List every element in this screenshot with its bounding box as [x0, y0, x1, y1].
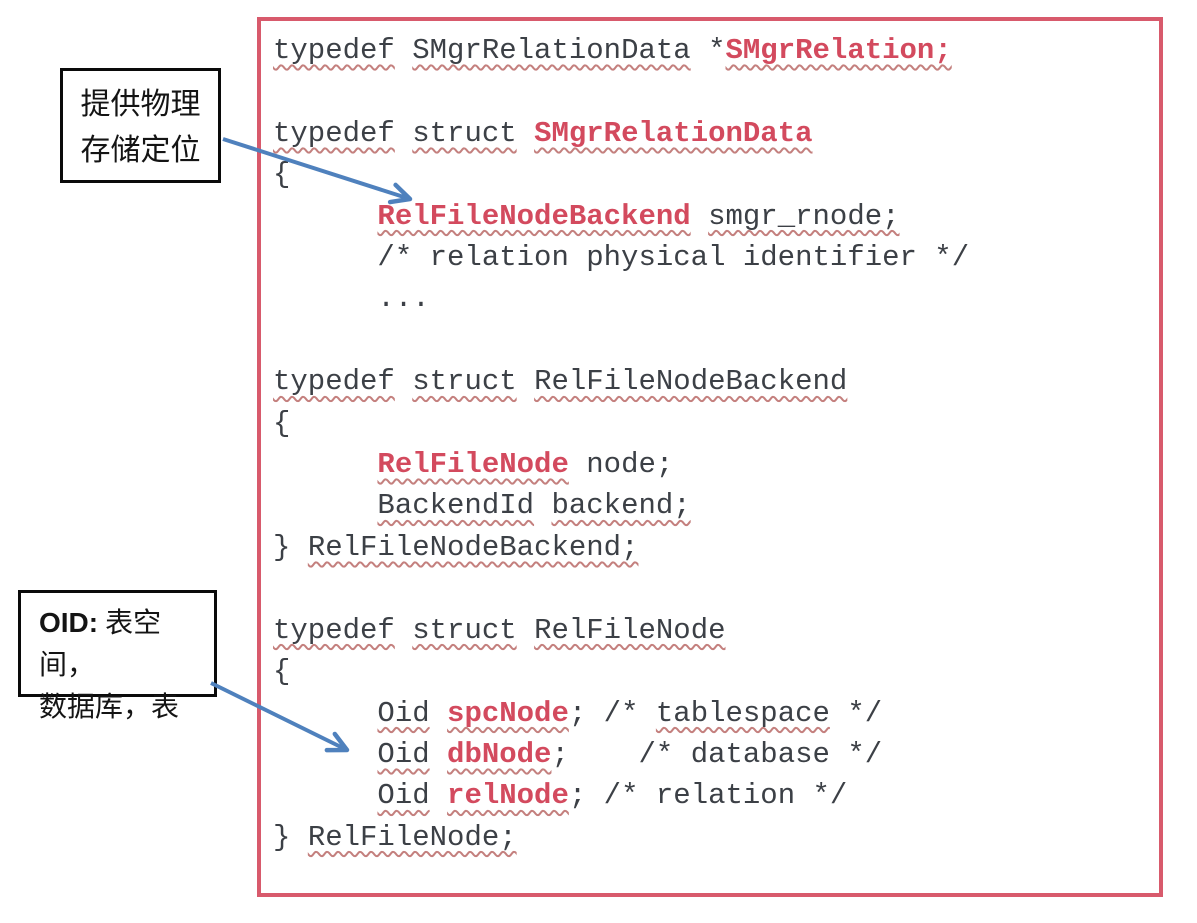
callout-text-line: 数据库，表 [39, 692, 180, 723]
code-token: typedef [273, 613, 395, 647]
code-token: SMgrRelationData [412, 34, 691, 67]
code-token: typedef [273, 116, 395, 150]
code-token: smgr_rnode; [708, 199, 900, 233]
code-token: ... [273, 282, 430, 316]
code-token-highlight: SMgrRelationData [534, 116, 813, 150]
code-token [395, 117, 412, 150]
code-token [273, 738, 377, 771]
code-token [430, 779, 447, 812]
code-line: typedef struct SMgrRelationData [273, 113, 1159, 154]
code-token-highlight: SMgrRelation; [725, 34, 952, 67]
code-token: RelFileNode; [307, 820, 517, 854]
callout-text-line: OID: 表空间， [39, 602, 210, 687]
code-token [395, 365, 412, 398]
code-token: /* relation physical identifier */ [273, 241, 970, 275]
callout-text: 表空间， [39, 608, 162, 681]
code-token-highlight: RelFileNodeBackend [377, 199, 691, 233]
code-token [430, 697, 447, 730]
code-line: typedef struct RelFileNodeBackend [273, 361, 1159, 402]
code-token: tablespace [655, 696, 830, 730]
code-token [691, 200, 708, 233]
code-token [395, 34, 412, 67]
code-line: } RelFileNodeBackend; [273, 527, 1159, 568]
code-token: { [273, 655, 291, 689]
code-line: RelFileNode node; [273, 444, 1159, 485]
code-line: { [273, 403, 1159, 444]
code-token [534, 489, 551, 522]
callout-text-line: 存储定位 [80, 134, 201, 167]
code-token [273, 489, 377, 522]
code-line: Oid spcNode; /* tablespace */ [273, 693, 1159, 734]
code-token [517, 117, 534, 150]
code-token: ; /* relation */ [568, 779, 848, 813]
code-token: } [273, 530, 308, 564]
code-token: BackendId [377, 489, 535, 523]
code-token [273, 779, 377, 812]
code-token: ; /* database */ [551, 737, 883, 771]
code-token: Oid [377, 737, 430, 771]
oid-label: OID: [39, 607, 99, 638]
code-token-highlight: relNode [447, 779, 569, 813]
code-token: { [273, 406, 291, 440]
code-token: struct [412, 116, 517, 150]
code-token: } [273, 820, 308, 854]
code-token: Oid [377, 779, 430, 813]
code-panel: typedef SMgrRelationData *SMgrRelation; … [257, 17, 1163, 897]
code-line: Oid relNode; /* relation */ [273, 775, 1159, 816]
code-token: typedef [273, 34, 395, 67]
code-line: BackendId backend; [273, 485, 1159, 526]
code-line: } RelFileNode; [273, 817, 1159, 858]
callout-text-line: 提供物理 [80, 88, 201, 121]
code-line: Oid dbNode; /* database */ [273, 734, 1159, 775]
code-token [273, 200, 377, 233]
callout-oid: OID: 表空间， 数据库，表 [18, 590, 217, 723]
code-line: { [273, 154, 1159, 195]
code-token: RelFileNodeBackend; [307, 530, 639, 564]
code-token [273, 697, 377, 730]
code-line: /* relation physical identifier */ [273, 237, 1159, 278]
code-token: RelFileNodeBackend [534, 365, 848, 399]
code-token-highlight: spcNode [447, 696, 569, 730]
code-token [517, 614, 534, 647]
code-token: struct [412, 365, 517, 399]
code-token: struct [412, 613, 517, 647]
code-token: { [273, 158, 291, 192]
code-token: RelFileNode [534, 613, 726, 647]
code-token-highlight: RelFileNode [377, 448, 569, 482]
code-token: ; /* [568, 696, 656, 730]
code-line: RelFileNodeBackend smgr_rnode; [273, 196, 1159, 237]
code-token: */ [829, 696, 883, 730]
callout-physical-storage: 提供物理 存储定位 [60, 68, 221, 183]
code-token [517, 365, 534, 398]
code-token: backend; [551, 489, 691, 523]
code-line [273, 320, 1159, 361]
code-line [273, 71, 1159, 112]
code-token: * [690, 34, 726, 67]
code-token-highlight: dbNode [447, 737, 552, 771]
code-token: node; [568, 448, 674, 482]
code-block: typedef SMgrRelationData *SMgrRelation; … [273, 30, 1159, 858]
code-token [273, 448, 377, 481]
code-line [273, 568, 1159, 609]
code-line: typedef SMgrRelationData *SMgrRelation; [273, 30, 1159, 71]
code-token [395, 614, 412, 647]
code-token [430, 738, 447, 771]
code-line: { [273, 651, 1159, 692]
code-line: typedef struct RelFileNode [273, 610, 1159, 651]
code-line: ... [273, 278, 1159, 319]
code-token: typedef [273, 365, 395, 399]
code-token: Oid [377, 696, 430, 730]
